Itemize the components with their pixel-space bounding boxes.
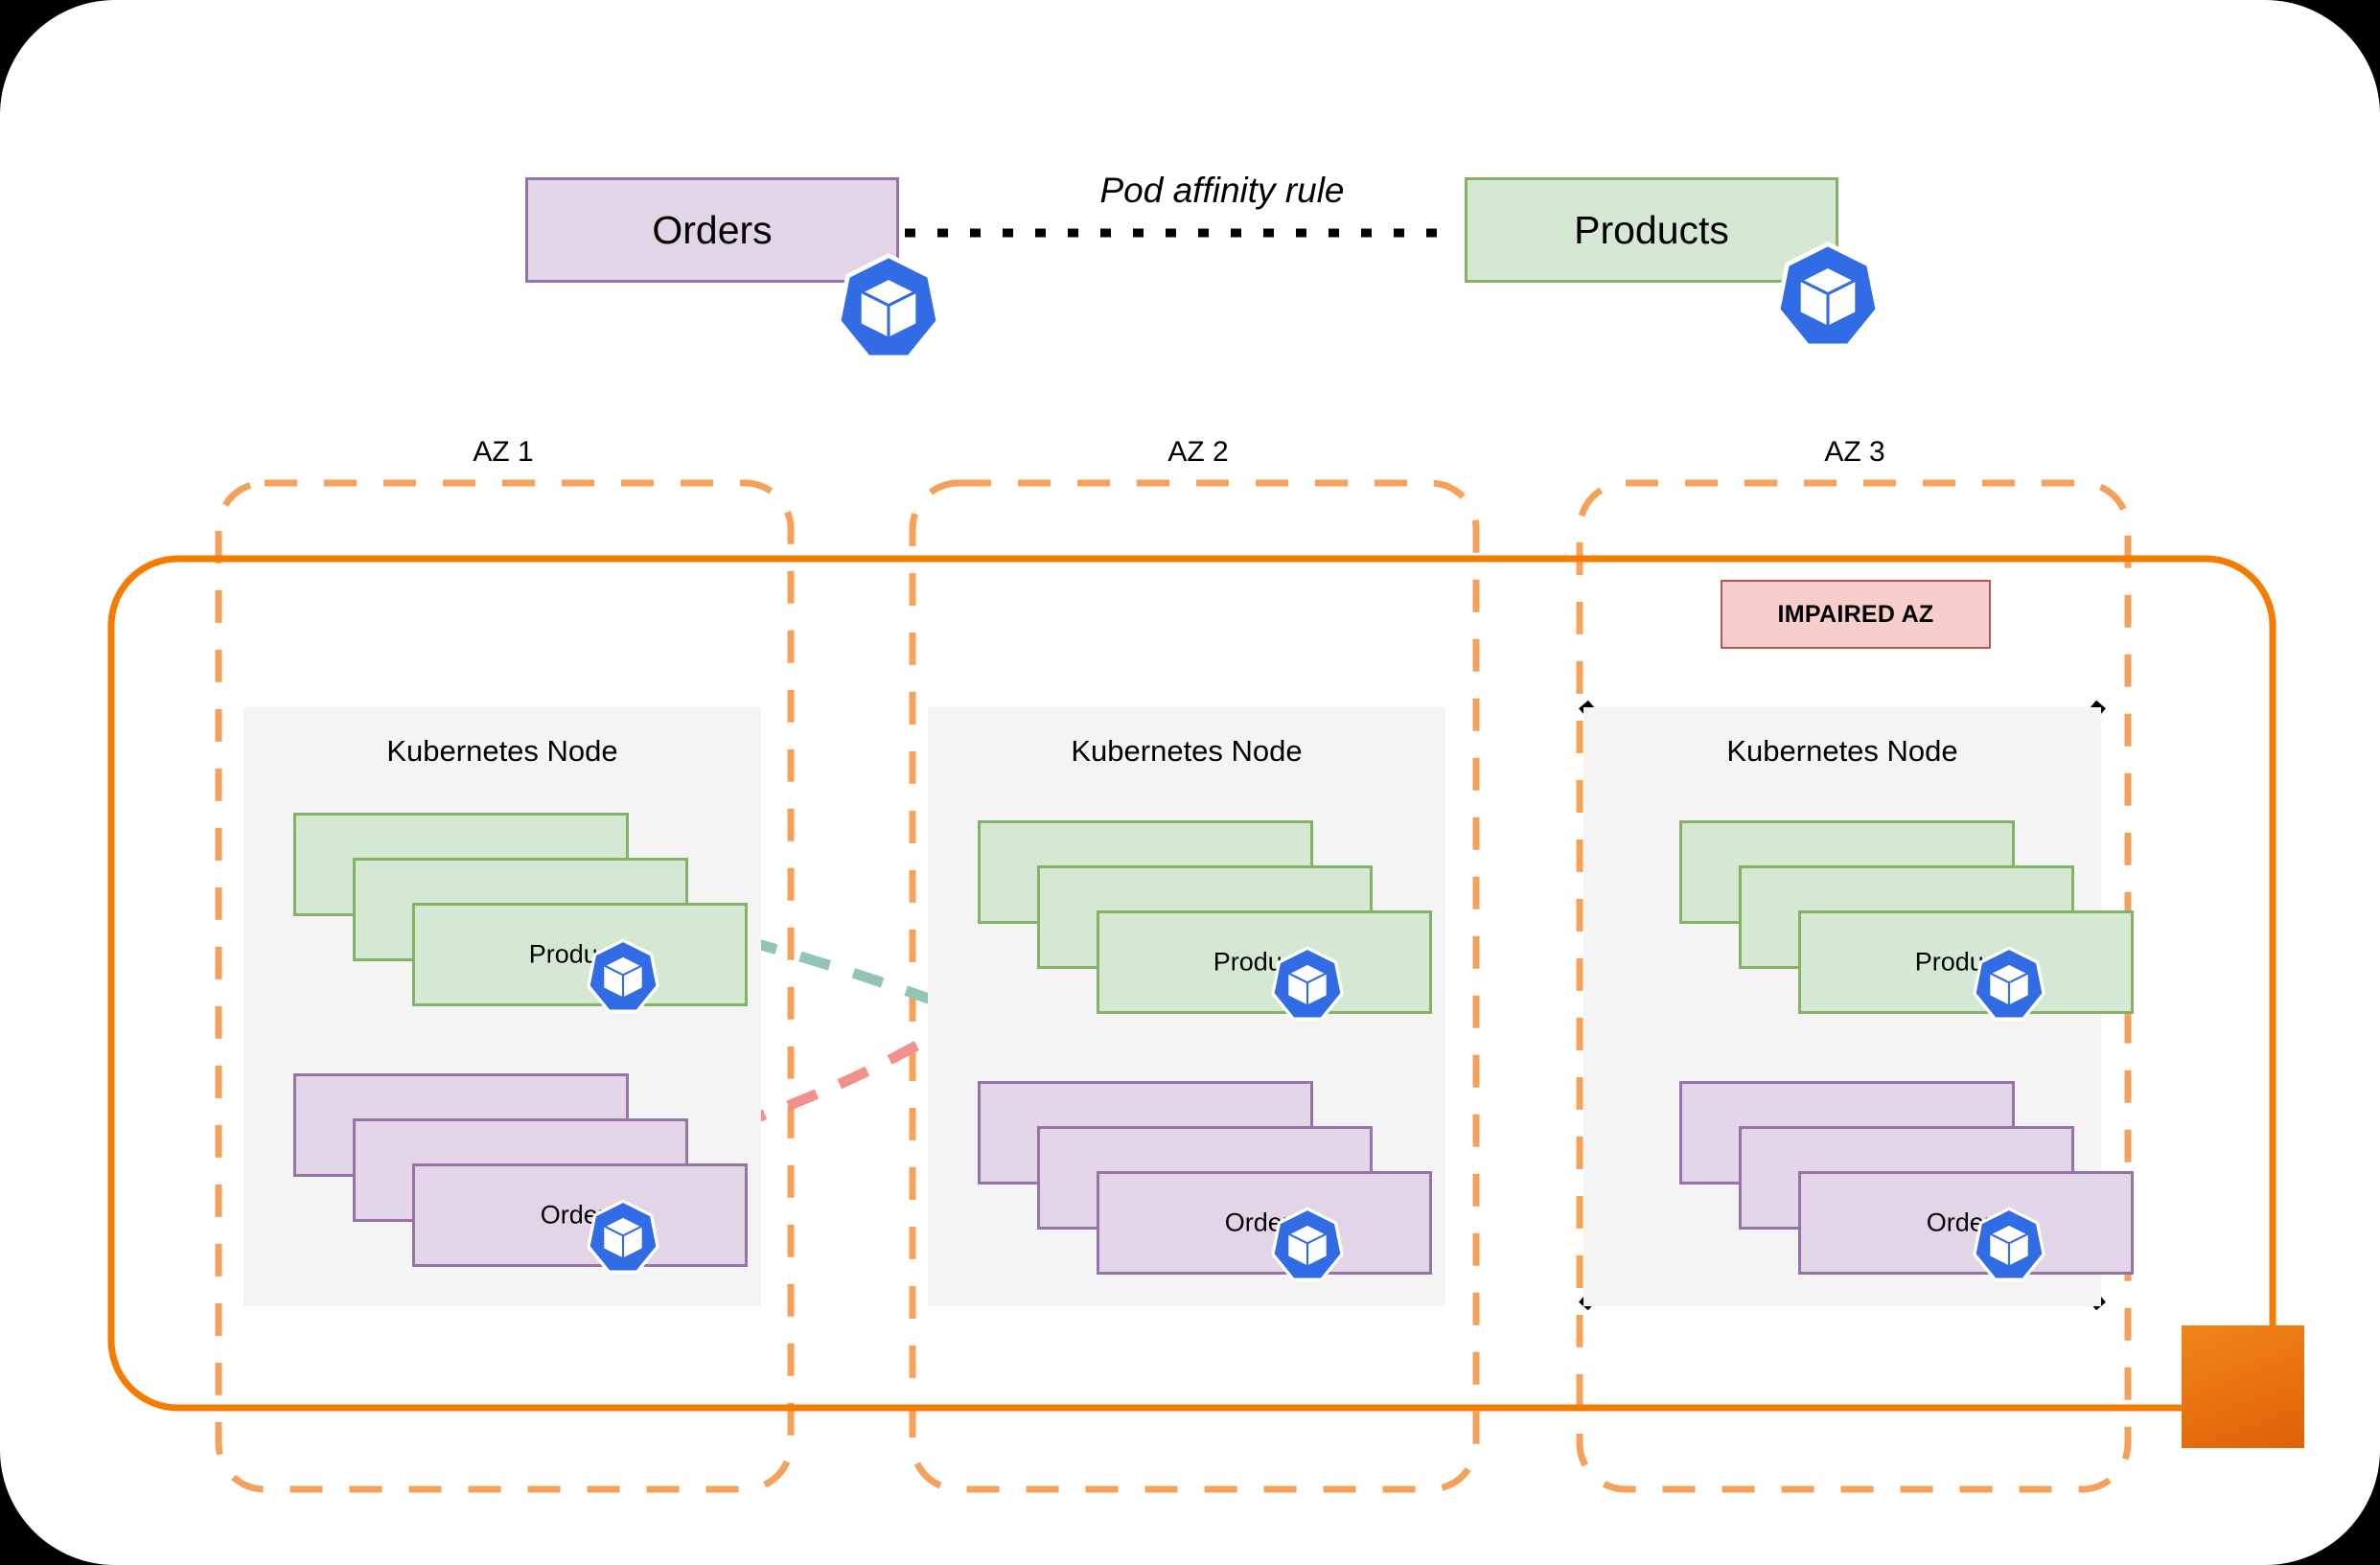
kubernetes-pod-icon: [832, 251, 945, 369]
pod-label: Products: [1213, 947, 1316, 977]
az-frames: [215, 479, 2132, 1493]
kubernetes-node-az3[interactable]: Kubernetes Node Products Orders: [1583, 707, 2134, 1306]
kubernetes-pod-icon: [584, 937, 662, 1021]
kubernetes-node-az1[interactable]: Kubernetes Node Products Orders: [243, 707, 761, 1306]
pod-replica: Products: [1097, 910, 1432, 1014]
pod-replica: Orders: [412, 1163, 748, 1267]
kubernetes-node-az2[interactable]: Kubernetes Node Products Orders: [928, 707, 1445, 1306]
pod-affinity-rule-label: Pod affinity rule: [1099, 171, 1345, 210]
karpenter-logo: [2182, 1325, 2304, 1448]
kubernetes-pod-icon: [1970, 945, 2048, 1028]
pod-replica: Products: [412, 903, 748, 1006]
pod-label: Orders: [1224, 1208, 1305, 1237]
az-label-1: AZ 1: [473, 436, 534, 468]
az-label-2: AZ 2: [1167, 436, 1229, 468]
node-title: Kubernetes Node: [1726, 734, 1958, 768]
pod-replica: Orders: [1097, 1171, 1432, 1275]
service-products-label: Products: [1574, 207, 1729, 252]
cluster-boundary: [107, 555, 2276, 1412]
kubernetes-pod-icon: [1771, 240, 1884, 357]
kubernetes-pod-icon: [584, 1198, 662, 1281]
pod-replica: Orders: [1798, 1171, 2134, 1275]
service-orders-label: Orders: [652, 207, 773, 252]
pod-label: Orders: [540, 1200, 620, 1230]
az-label-3: AZ 3: [1824, 436, 1885, 468]
pod-label: Products: [1914, 947, 2018, 977]
kubernetes-pod-icon: [1268, 945, 1347, 1028]
pod-replica: Products: [1798, 910, 2134, 1014]
kubernetes-pod-icon: [1268, 1206, 1347, 1289]
pod-label: Products: [528, 939, 632, 969]
az-frame-1: [215, 479, 795, 1493]
service-box-products[interactable]: Products: [1465, 177, 1838, 283]
node-title: Kubernetes Node: [386, 734, 618, 768]
status-badge-impaired-az: IMPAIRED AZ: [1721, 580, 1991, 649]
pod-label: Orders: [1926, 1208, 2006, 1237]
service-box-orders[interactable]: Orders: [525, 177, 899, 283]
az-frame-3: [1576, 479, 2132, 1493]
kubernetes-pod-icon: [1970, 1206, 2048, 1289]
node-title: Kubernetes Node: [1071, 734, 1303, 768]
